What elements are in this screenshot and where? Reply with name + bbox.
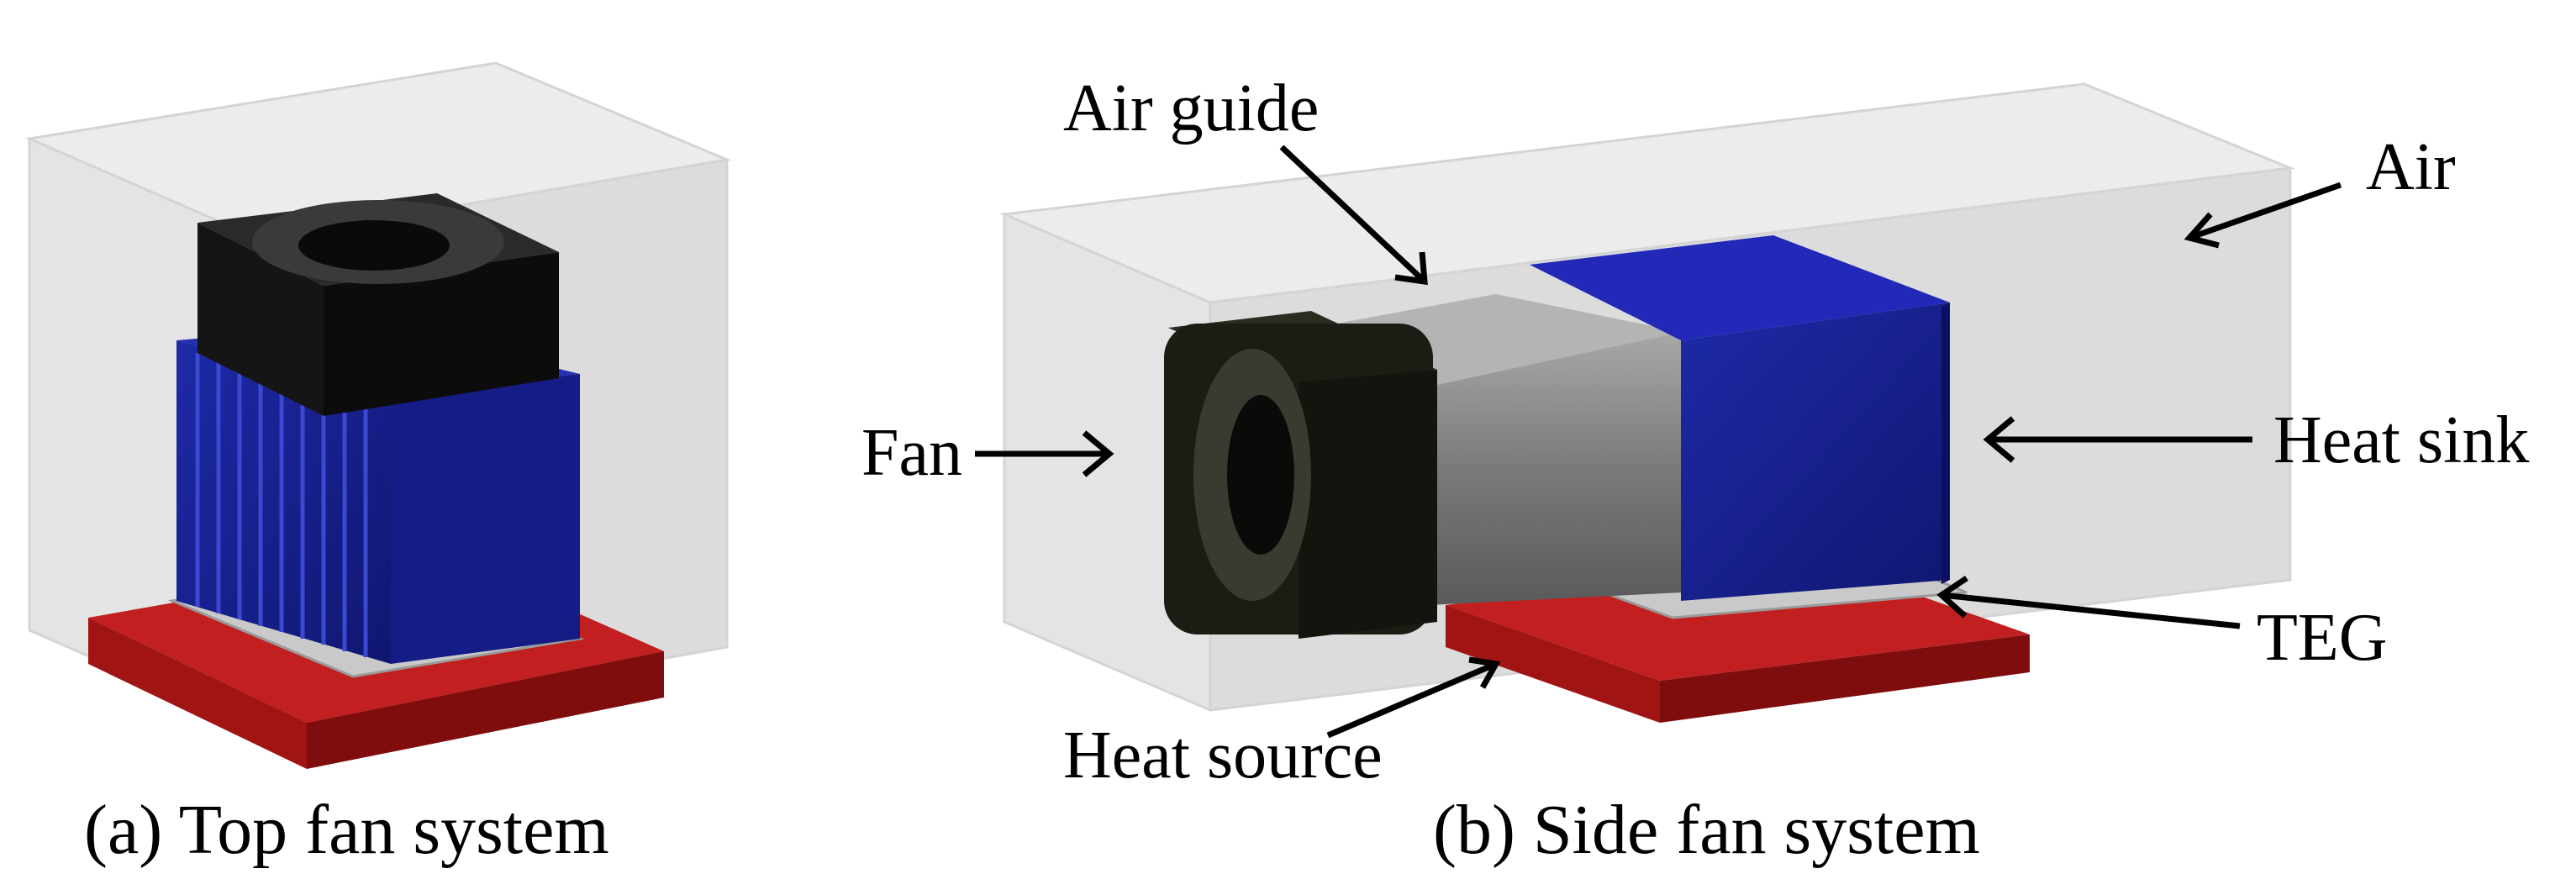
fan-b — [1164, 311, 1437, 639]
panel-b-side-fan-system: Air guide Air Fan Heat sink TEG Heat sou… — [861, 71, 2529, 869]
label-teg: TEG — [2257, 601, 2388, 675]
label-heat-sink: Heat sink — [2273, 403, 2529, 477]
arrow-air — [2188, 182, 2342, 241]
arrow-teg — [1941, 592, 2241, 629]
label-fan: Fan — [861, 416, 962, 490]
fan-a — [198, 193, 559, 416]
caption-a: (a) Top fan system — [84, 791, 609, 869]
arrow-heat-source — [1326, 661, 1498, 739]
label-air-guide: Air guide — [1063, 71, 1319, 145]
arrow-air-guide — [1279, 145, 1427, 284]
heat-sink-b — [1530, 235, 1950, 601]
caption-b: (b) Side fan system — [1433, 791, 1980, 869]
annotation-arrows — [975, 145, 2342, 739]
panel-a-top-fan-system: (a) Top fan system — [24, 61, 732, 869]
label-heat-source: Heat source — [1063, 719, 1383, 792]
label-air: Air — [2366, 130, 2456, 204]
